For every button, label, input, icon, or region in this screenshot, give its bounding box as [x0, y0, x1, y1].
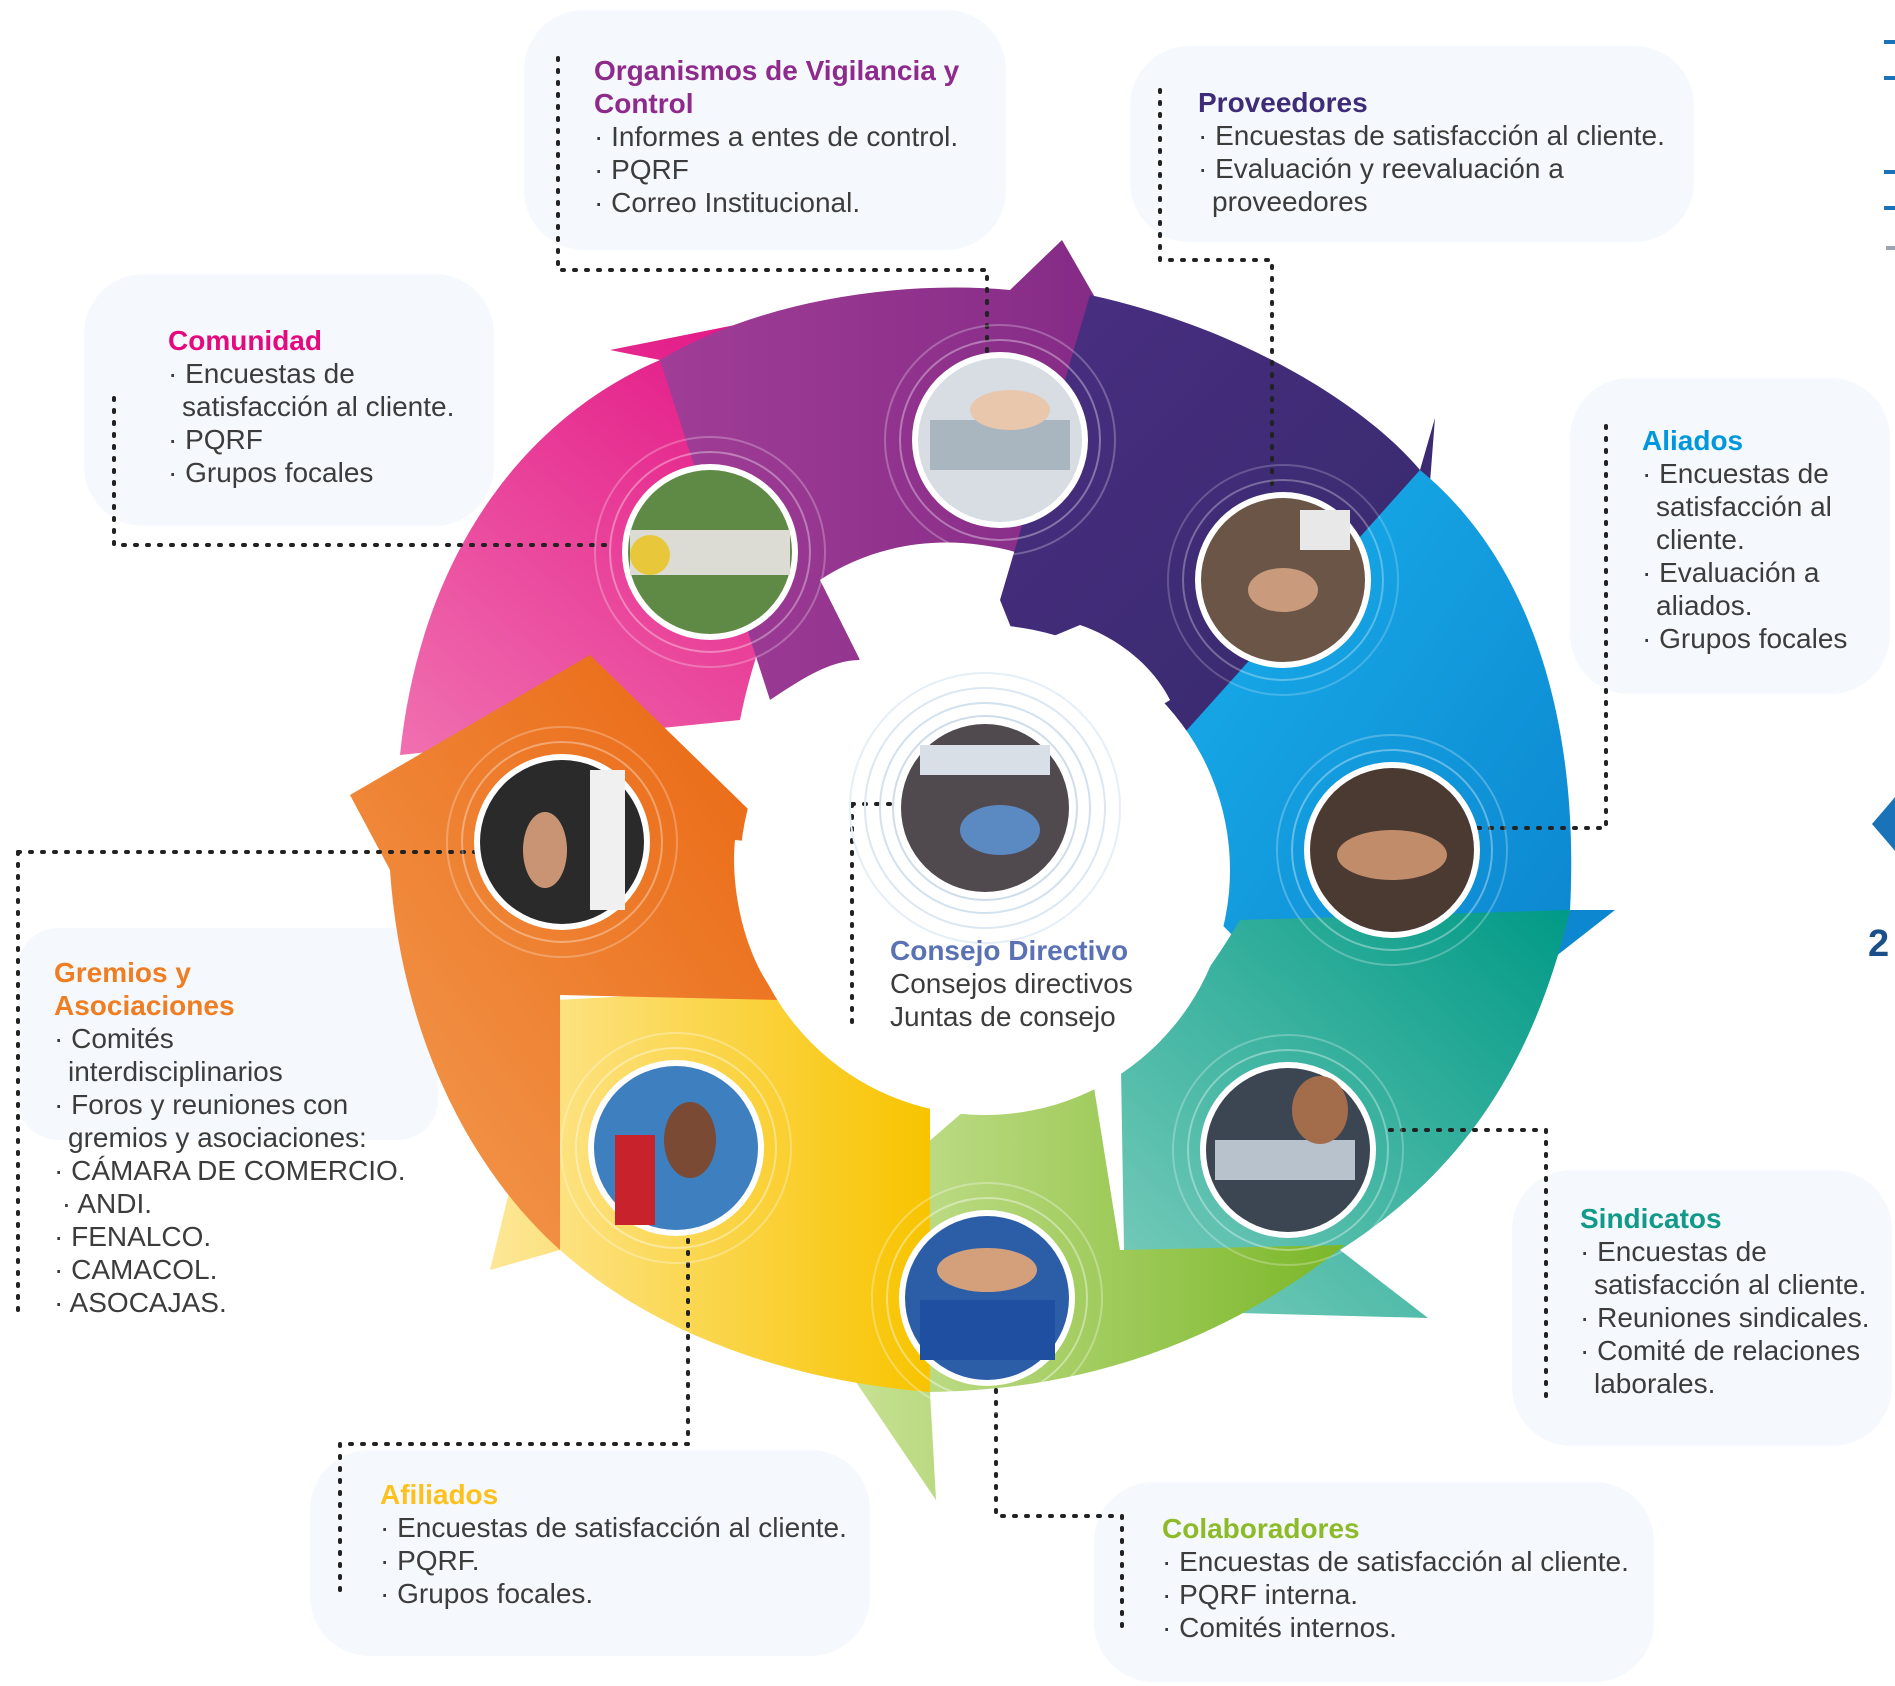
- title-gremios-line2: Asociaciones: [54, 990, 235, 1021]
- title-comunidad: Comunidad: [168, 325, 322, 356]
- item-sindicatos-2: · Reuniones sindicales.: [1580, 1302, 1870, 1333]
- item-organismos-2: · PQRF: [594, 154, 689, 185]
- item-comunidad-1: · Encuestas de: [168, 358, 355, 389]
- photo-organismos: [884, 324, 1116, 556]
- item-comunidad-2: · PQRF: [168, 424, 263, 455]
- item-gremios-3: · CÁMARA DE COMERCIO.: [54, 1155, 406, 1186]
- title-organismos-line2: Control: [594, 88, 694, 119]
- item-sindicatos-3-cont: laborales.: [1594, 1368, 1716, 1399]
- item-consejo-1: Consejos directivos: [890, 968, 1133, 999]
- text-gremios: Gremios y Asociaciones · Comités interdi…: [54, 956, 406, 1319]
- segment-orange: [350, 655, 785, 1250]
- title-sindicatos: Sindicatos: [1580, 1203, 1722, 1234]
- item-proveedores-1: · Encuestas de satisfacción al cliente.: [1198, 120, 1665, 151]
- item-sindicatos-3: · Comité de relaciones: [1580, 1335, 1861, 1366]
- item-colaboradores-3: · Comités internos.: [1162, 1612, 1397, 1643]
- item-sindicatos-1-cont: satisfacción al cliente.: [1594, 1269, 1867, 1300]
- item-gremios-4: · ANDI.: [54, 1188, 153, 1219]
- title-afiliados: Afiliados: [380, 1479, 499, 1510]
- title-consejo: Consejo Directivo: [890, 935, 1129, 966]
- item-gremios-2: · Foros y reuniones con: [54, 1089, 349, 1120]
- home-icon: [1872, 796, 1895, 852]
- edge-bar-4: [1884, 206, 1895, 210]
- card-colaboradores: [1094, 1482, 1654, 1682]
- card-organismos: [524, 10, 1006, 250]
- text-colaboradores: Colaboradores · Encuestas de satisfacció…: [1162, 1512, 1629, 1644]
- item-colaboradores-1: · Encuestas de satisfacción al cliente.: [1162, 1546, 1629, 1577]
- item-afiliados-3: · Grupos focales.: [380, 1578, 594, 1609]
- item-aliados-2-cont: aliados.: [1656, 590, 1753, 621]
- item-consejo-2: Juntas de consejo: [890, 1001, 1116, 1032]
- item-aliados-3: · Grupos focales: [1642, 623, 1848, 654]
- edge-bar-1: [1884, 40, 1895, 44]
- card-aliados: [1570, 378, 1890, 694]
- card-afiliados: [310, 1450, 870, 1656]
- item-organismos-3: · Correo Institucional.: [594, 187, 861, 218]
- item-gremios-6: · CAMACOL.: [54, 1254, 218, 1285]
- edge-bar-2: [1884, 76, 1895, 80]
- item-colaboradores-2: · PQRF interna.: [1162, 1579, 1359, 1610]
- item-proveedores-2-cont: proveedores: [1212, 186, 1368, 217]
- photo-aliados: [1276, 734, 1508, 966]
- edge-bar-5: [1886, 246, 1895, 250]
- item-gremios-7: · ASOCAJAS.: [54, 1287, 227, 1318]
- item-comunidad-3: · Grupos focales: [168, 457, 374, 488]
- edge-number: 2: [1868, 923, 1890, 965]
- item-comunidad-1-cont: satisfacción al cliente.: [182, 391, 455, 422]
- item-aliados-2: · Evaluación a: [1642, 557, 1820, 588]
- text-proveedores: Proveedores · Encuestas de satisfacción …: [1198, 86, 1665, 218]
- title-proveedores: Proveedores: [1198, 87, 1368, 118]
- card-sindicatos: [1512, 1170, 1892, 1446]
- card-comunidad: [84, 274, 494, 526]
- item-aliados-1-cont-a: satisfacción al: [1656, 491, 1832, 522]
- item-aliados-1: · Encuestas de: [1642, 458, 1829, 489]
- dotted-connectors: [16, 56, 1608, 1632]
- text-aliados: Aliados · Encuestas de satisfacción al c…: [1642, 424, 1847, 655]
- text-comunidad: Comunidad · Encuestas de satisfacción al…: [168, 324, 454, 489]
- photo-comunidad: [594, 436, 826, 668]
- title-organismos-line1: Organismos de Vigilancia y: [594, 55, 960, 86]
- item-organismos-1: · Informes a entes de control.: [594, 121, 959, 152]
- title-aliados: Aliados: [1642, 425, 1744, 456]
- item-gremios-1: · Comités: [54, 1023, 174, 1054]
- photo-afiliados: [560, 1032, 792, 1264]
- item-gremios-5: · FENALCO.: [54, 1221, 212, 1252]
- item-sindicatos-1: · Encuestas de: [1580, 1236, 1767, 1267]
- text-consejo: Consejo Directivo Consejos directivos Ju…: [890, 934, 1133, 1033]
- card-proveedores: [1130, 46, 1694, 242]
- text-organismos: Organismos de Vigilancia y Control · Inf…: [594, 54, 959, 219]
- item-gremios-2-cont: gremios y asociaciones:: [68, 1122, 367, 1153]
- photo-proveedores: [1167, 464, 1399, 696]
- photo-consejo: [849, 672, 1121, 944]
- item-aliados-1-cont-b: cliente.: [1656, 524, 1745, 555]
- item-afiliados-2: · PQRF.: [380, 1545, 480, 1576]
- edge-bar-3: [1884, 170, 1895, 174]
- title-colaboradores: Colaboradores: [1162, 1513, 1360, 1544]
- item-afiliados-1: · Encuestas de satisfacción al cliente.: [380, 1512, 847, 1543]
- text-sindicatos: Sindicatos · Encuestas de satisfacción a…: [1580, 1202, 1870, 1400]
- card-gremios: [18, 928, 438, 1140]
- text-afiliados: Afiliados · Encuestas de satisfacción al…: [380, 1478, 847, 1610]
- photo-colaboradores: [871, 1182, 1103, 1414]
- photo-gremios: [446, 726, 678, 958]
- photo-sindicatos: [1172, 1034, 1404, 1266]
- item-proveedores-2: · Evaluación y reevaluación a: [1198, 153, 1564, 184]
- title-gremios-line1: Gremios y: [54, 957, 191, 988]
- item-gremios-1-cont: interdisciplinarios: [68, 1056, 283, 1087]
